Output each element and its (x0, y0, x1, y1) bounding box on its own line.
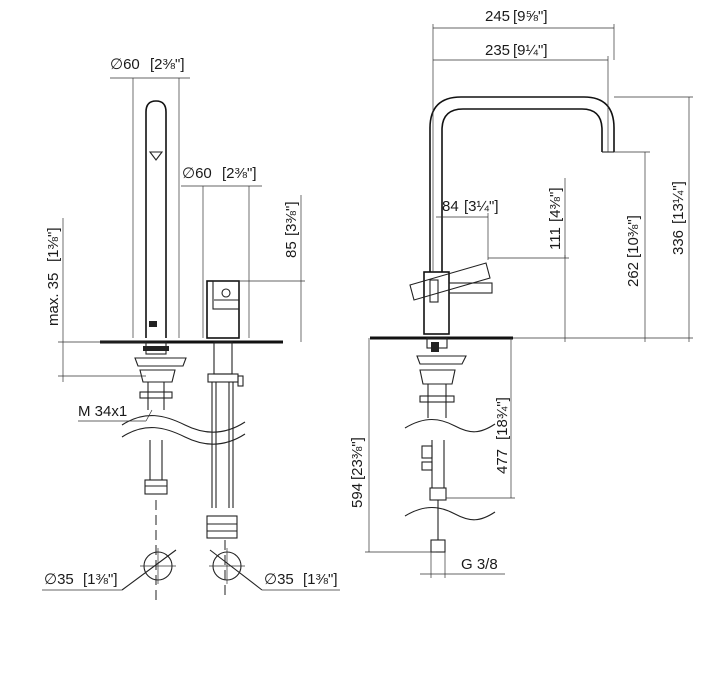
left-spout-mounting (134, 341, 187, 495)
left-handle-dot (221, 288, 231, 298)
max-thickness-label: max. 35 (45, 273, 62, 326)
right-view: 245 [9⅝"] 235 [9¼"] 84 [3¼"] 111 [4⅜"] (349, 8, 693, 578)
dim-handle-top: 111 [4⅜"] (488, 178, 569, 342)
thread-callout: M 34x1 (78, 403, 153, 422)
handle-offset-label: 84 (442, 198, 459, 215)
thread-label: M 34x1 (78, 403, 127, 420)
dim-total-height: 336 [13¼"] (513, 96, 693, 342)
handle-height-inch: [3⅜"] (283, 201, 300, 236)
left-spout (145, 100, 167, 338)
dim-hose-length: 477 [18¾"] (446, 338, 515, 499)
spout-clearance-label: 262 (625, 262, 642, 287)
connection-label: G 3/8 (461, 556, 498, 573)
reach-total-inch: [9⅝"] (513, 8, 548, 25)
hose-length-inch: [18¾"] (494, 397, 511, 440)
right-lever-knob (448, 282, 493, 294)
dim-reach-total: 245 [9⅝"] (432, 8, 615, 272)
dim-total-under: 594 [23⅜"] (349, 338, 436, 553)
left-handle-lever (212, 280, 240, 310)
handle-diameter-label: ∅60 (182, 165, 212, 182)
hole-right-label: ∅35 (264, 571, 294, 588)
total-under-label: 594 (349, 483, 366, 508)
dim-handle-diameter: ∅60 [2⅜"] (181, 165, 262, 338)
left-view: ∅60 [2⅜"] ∅60 [2⅜"] 85 [3⅜"] max. 35 [1⅜… (42, 56, 340, 600)
total-height-inch: [13¼"] (670, 181, 687, 224)
right-spout (429, 96, 615, 272)
left-handle-mounting (206, 341, 244, 539)
spout-diameter-inch: [2⅜"] (150, 56, 185, 73)
right-body (423, 271, 450, 335)
handle-height-label: 85 (283, 241, 300, 258)
right-break-line-lower (404, 506, 496, 521)
dim-spout-clearance: 262 [10⅜"] (614, 151, 650, 342)
dim-handle-offset: 84 [3¼"] (436, 198, 499, 260)
hole-right-callout: ∅35 [1⅜"] (262, 571, 340, 591)
left-spout-label-plate (149, 321, 157, 327)
total-under-inch: [23⅜"] (349, 437, 366, 480)
left-spout-aerator-mark (148, 151, 164, 161)
handle-diameter-inch: [2⅜"] (222, 165, 257, 182)
hose-length-label: 477 (494, 449, 511, 474)
dim-connection: G 3/8 (420, 552, 505, 578)
left-hole-1 (121, 548, 177, 591)
hole-right-inch: [1⅜"] (303, 571, 338, 588)
spout-clearance-inch: [10⅜"] (625, 215, 642, 258)
right-spout-inner (441, 108, 603, 272)
hole-left-label: ∅35 (44, 571, 74, 588)
handle-top-label: 111 (547, 227, 564, 250)
dim-spout-diameter: ∅60 [2⅜"] (110, 56, 190, 338)
right-lever (409, 262, 491, 301)
right-break-line-upper (404, 418, 496, 433)
handle-top-inch: [4⅜"] (547, 187, 564, 222)
hole-left-inch: [1⅜"] (83, 571, 118, 588)
left-break-line-upper (121, 414, 246, 433)
total-height-label: 336 (670, 230, 687, 255)
right-body-slot (429, 279, 439, 303)
dim-max-thickness: max. 35 [1⅜"] (45, 218, 146, 382)
handle-offset-inch: [3¼"] (464, 198, 499, 215)
reach-spout-inch: [9¼"] (513, 42, 548, 59)
hole-left-callout: ∅35 [1⅜"] (42, 571, 122, 591)
dim-handle-height: 85 [3⅜"] (239, 195, 305, 342)
dim-reach-spout: 235 [9¼"] (433, 42, 609, 152)
max-thickness-inch: [1⅜"] (45, 227, 62, 262)
left-break-line-lower (121, 426, 246, 445)
spout-diameter-label: ∅60 (110, 56, 140, 73)
reach-total-label: 245 (485, 8, 510, 25)
right-mounting (416, 337, 467, 553)
left-hole-2 (209, 548, 263, 591)
reach-spout-label: 235 (485, 42, 510, 59)
